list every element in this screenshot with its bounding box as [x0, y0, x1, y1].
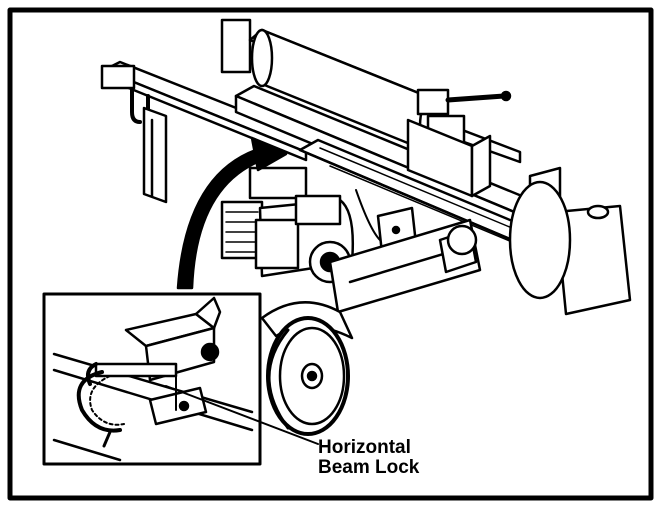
callout-line-2: Beam Lock	[318, 457, 420, 478]
inset-detail	[42, 292, 262, 466]
foot-plate	[508, 166, 632, 316]
wedge-head	[406, 118, 492, 198]
callout-line-1: Horizontal	[318, 437, 411, 458]
tow-tongue	[100, 60, 324, 204]
wheel	[260, 301, 354, 436]
log-splitter-machine	[100, 18, 632, 436]
curved-arrow	[176, 136, 288, 290]
axle-frame	[328, 218, 482, 314]
callout-leader	[165, 385, 319, 445]
callout-label: Horizontal Beam Lock	[318, 438, 419, 478]
